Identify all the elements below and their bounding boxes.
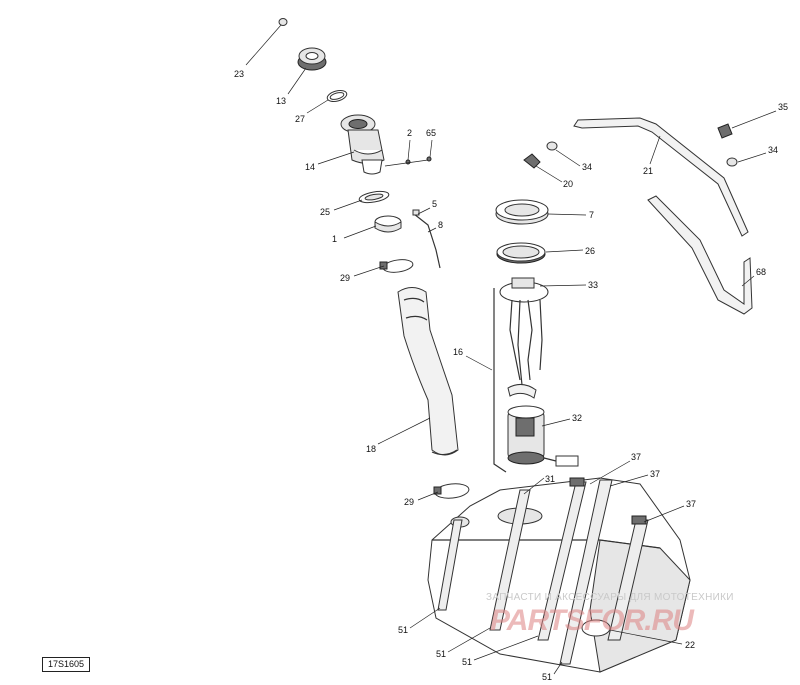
part-o-ring [326,90,348,102]
part-fuel-cap [297,47,327,71]
part-plug [278,18,288,26]
part-pump-flange [499,277,549,386]
part-check-valve [523,141,558,169]
callout-21: 21 [643,166,653,176]
part-vent-hose [573,117,749,237]
part-pump-hose [507,384,537,399]
callout-8: 8 [438,220,443,230]
part-vent-valve [717,123,738,167]
callout-51-third: 51 [462,657,472,667]
callout-68: 68 [756,267,766,277]
part-screw-and-clip [405,156,432,165]
callout-labels: 23 13 27 14 2 65 25 5 8 1 29 16 18 29 7 … [234,69,788,682]
callout-31: 31 [545,474,555,484]
callout-7: 7 [589,210,594,220]
callout-20: 20 [563,179,573,189]
callout-32: 32 [572,413,582,423]
callout-27: 27 [295,114,305,124]
callout-33: 33 [588,280,598,290]
part-tank-straps [437,477,649,665]
callout-29-lower: 29 [404,497,414,507]
callout-51-second: 51 [436,649,446,659]
leader-lines [245,24,777,675]
callout-37-third: 37 [686,499,696,509]
callout-13: 13 [276,96,286,106]
callout-1: 1 [332,234,337,244]
part-seal-ring [496,242,546,264]
callout-5: 5 [432,199,437,209]
callout-34-left: 34 [582,162,592,172]
callout-37-second: 37 [650,469,660,479]
callout-26: 26 [585,246,595,256]
callout-25: 25 [320,207,330,217]
callout-51-first: 51 [398,625,408,635]
callout-51-fourth: 51 [542,672,552,682]
drawing-code-label: 17S1605 [42,657,90,672]
callout-23: 23 [234,69,244,79]
callout-34-right: 34 [768,145,778,155]
callout-18: 18 [366,444,376,454]
part-clamp-upper [374,215,402,233]
part-gasket [358,190,390,204]
part-filler-hose [397,287,459,456]
callout-14: 14 [305,162,315,172]
part-hose-clamp-upper [379,259,414,273]
part-breather-hose [647,195,753,315]
part-filler-neck [340,114,385,175]
callout-35: 35 [778,102,788,112]
callout-37-first: 37 [631,452,641,462]
callout-29-upper: 29 [340,273,350,283]
part-bracket [412,209,441,269]
part-lock-ring [495,199,549,225]
callout-16: 16 [453,347,463,357]
watermark-logo: PARTSFOR.RU [490,604,694,637]
callout-22: 22 [685,640,695,650]
part-pump-assembly-bracket [493,288,507,473]
watermark-caption: ЗАПЧАСТИ И АКСЕССУАРЫ ДЛЯ МОТОТЕХНИКИ [486,592,734,603]
callout-2: 2 [407,128,412,138]
callout-65: 65 [426,128,436,138]
part-fuel-pump [507,405,579,467]
part-hose-clamp-lower [433,483,470,499]
